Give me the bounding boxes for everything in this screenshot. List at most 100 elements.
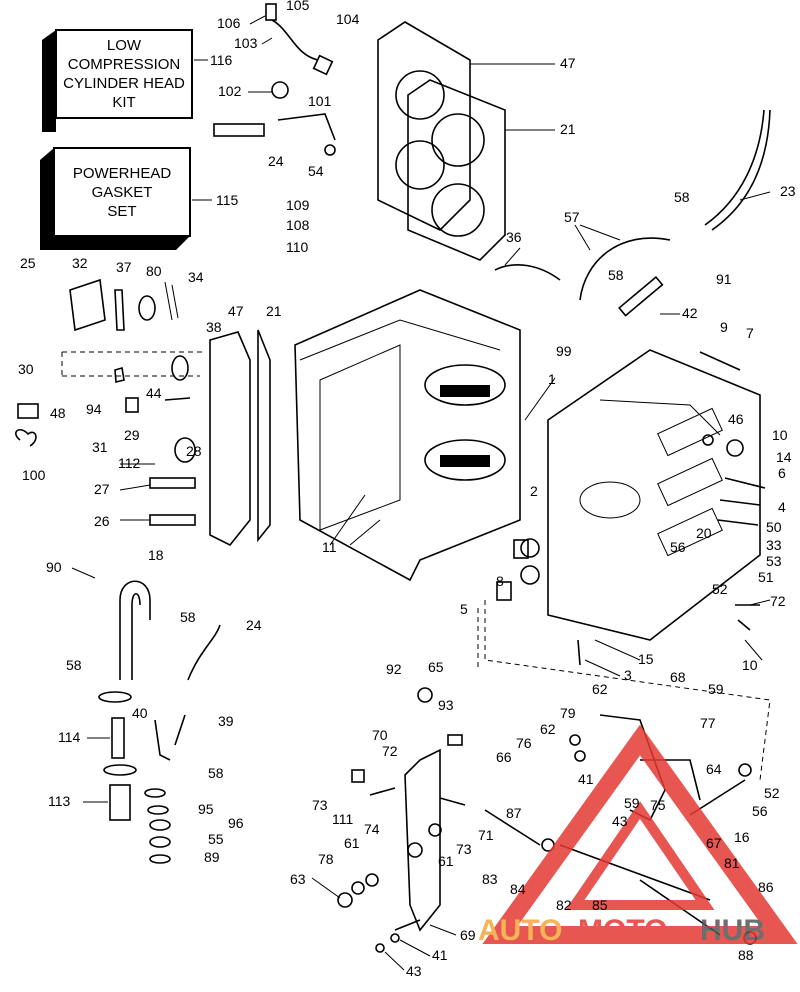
callout: 57 <box>564 209 580 225</box>
callout: 71 <box>478 827 494 843</box>
callout: 51 <box>758 569 774 585</box>
callout: 5 <box>460 601 468 617</box>
callout: 46 <box>728 411 744 427</box>
callout: 43 <box>406 963 422 979</box>
callout: 3 <box>624 667 632 683</box>
callout: 90 <box>46 559 62 575</box>
callout: 84 <box>510 881 526 897</box>
callout: 78 <box>318 851 334 867</box>
callout: 9 <box>720 319 728 335</box>
callout: 7 <box>746 325 754 341</box>
callout: 42 <box>682 305 698 321</box>
crankcase-half <box>547 349 761 641</box>
kit-line-3: CYLINDER HEAD <box>63 75 185 92</box>
callout: 106 <box>217 15 241 31</box>
callout: 27 <box>94 481 110 497</box>
kit-line-1: LOW <box>107 37 142 54</box>
callout: 108 <box>286 217 310 233</box>
callout: 62 <box>540 721 556 737</box>
callout: 40 <box>132 705 148 721</box>
callout: 58 <box>180 609 196 625</box>
watermark-hub: HUB <box>700 914 765 947</box>
low-compression-kit-box: LOW COMPRESSION CYLINDER HEAD KIT 116 <box>42 29 233 132</box>
callout: 85 <box>592 897 608 913</box>
callout: 114 <box>58 729 81 745</box>
hose-42 <box>618 275 664 317</box>
callout: 68 <box>670 669 686 685</box>
wire-and-connector-parts <box>213 3 336 156</box>
callout: 31 <box>92 439 108 455</box>
callout: 72 <box>770 593 786 609</box>
callout: 39 <box>218 713 234 729</box>
callout: 32 <box>72 255 88 271</box>
callout: 43 <box>612 813 628 829</box>
callout: 48 <box>50 405 66 421</box>
callout: 33 <box>766 537 782 553</box>
callout: 82 <box>556 897 572 913</box>
watermark-auto: AUTO <box>478 914 562 947</box>
callout: 47 <box>560 55 576 71</box>
callout: 58 <box>608 267 624 283</box>
callout: 26 <box>94 513 110 529</box>
callout: 96 <box>228 815 244 831</box>
gasket-line-3: SET <box>107 203 136 220</box>
callout: 25 <box>20 255 36 271</box>
callout: 37 <box>116 259 132 275</box>
callout: 8 <box>496 573 504 589</box>
callout: 24 <box>246 617 262 633</box>
callout: 87 <box>506 805 522 821</box>
thermostat-parts <box>15 278 196 526</box>
callout: 52 <box>712 581 728 597</box>
leader-lines <box>71 15 771 971</box>
callout: 15 <box>638 651 654 667</box>
callout: 104 <box>336 11 360 27</box>
callout: 61 <box>344 835 360 851</box>
callout: 67 <box>706 835 722 851</box>
callout: 99 <box>556 343 572 359</box>
callout: 100 <box>22 467 46 483</box>
callout: 50 <box>766 519 782 535</box>
callout: 56 <box>752 803 768 819</box>
cylinder-block <box>294 289 521 582</box>
callout: 101 <box>308 93 332 109</box>
callout: 23 <box>780 183 796 199</box>
callout: 112 <box>118 455 141 471</box>
callout: 64 <box>706 761 722 777</box>
callout: 11 <box>322 539 337 555</box>
callout: 41 <box>432 947 448 963</box>
callout: 10 <box>742 657 758 673</box>
callout: 29 <box>124 427 140 443</box>
callout: 109 <box>286 197 310 213</box>
callout: 110 <box>286 239 309 255</box>
callout: 111 <box>332 811 353 827</box>
reed-disc <box>520 538 540 558</box>
callout: 47 <box>228 303 244 319</box>
callout: 38 <box>206 319 222 335</box>
callout: 2 <box>530 483 538 499</box>
callout-115: 115 <box>216 192 239 208</box>
callout: 34 <box>188 269 204 285</box>
callout: 73 <box>312 797 328 813</box>
hose-23 <box>704 109 765 226</box>
callout: 59 <box>624 795 640 811</box>
exhaust-cover-side <box>209 329 271 547</box>
callout: 102 <box>218 83 242 99</box>
callout: 21 <box>266 303 282 319</box>
callout: 14 <box>776 449 792 465</box>
callout: 95 <box>198 801 214 817</box>
callout: 76 <box>516 735 532 751</box>
callout: 16 <box>734 829 750 845</box>
callout: 69 <box>460 927 476 943</box>
callout: 54 <box>308 163 324 179</box>
callout: 36 <box>506 229 522 245</box>
callout: 20 <box>696 525 712 541</box>
gasket-line-1: POWERHEAD <box>73 165 172 182</box>
kit-line-2: COMPRESSION <box>68 56 181 73</box>
callout: 41 <box>578 771 594 787</box>
powerhead-gasket-set-box: POWERHEAD GASKET SET 115 <box>40 147 239 250</box>
callout-labels: 106 105 104 103 102 101 47 21 24 54 23 1… <box>18 0 796 979</box>
kit-line-4: KIT <box>112 94 135 111</box>
hose-18-assembly <box>98 580 221 864</box>
callout: 79 <box>560 705 576 721</box>
